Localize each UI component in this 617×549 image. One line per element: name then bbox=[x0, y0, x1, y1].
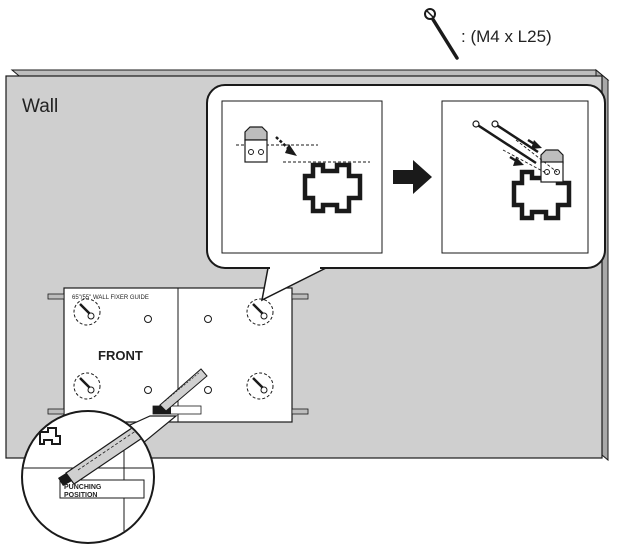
guide-title: 65"/55" WALL FIXER GUIDE bbox=[72, 295, 149, 301]
bracket-plate-icon bbox=[244, 126, 268, 163]
guide-hole bbox=[144, 386, 152, 394]
guide-front-label: FRONT bbox=[98, 348, 143, 363]
screw-position-top-right bbox=[246, 298, 274, 326]
guide-tab-bottom-right bbox=[291, 408, 309, 415]
punch-label-line1: PUNCHING bbox=[64, 484, 102, 491]
insert-arrow-icon bbox=[509, 138, 542, 166]
next-step-arrow-icon bbox=[393, 160, 432, 194]
wall-bracket-notch-icon bbox=[302, 162, 363, 214]
guide-tab-bottom-left bbox=[47, 408, 65, 415]
step-after-panel bbox=[441, 100, 589, 254]
wall-label: Wall bbox=[22, 96, 58, 117]
bracket-detail-callout bbox=[206, 84, 606, 302]
screw-position-bottom-left bbox=[73, 372, 101, 400]
wall-fixer-guide: 65"/55" WALL FIXER GUIDE FRONT bbox=[47, 287, 309, 423]
punch-label-line2: POSITION bbox=[64, 492, 97, 499]
guide-tab-top-right bbox=[291, 293, 309, 300]
utility-knife-icon bbox=[155, 368, 208, 412]
guide-tab-top-left bbox=[47, 293, 65, 300]
guide-hole bbox=[144, 315, 152, 323]
punch-zoom-callout: PUNCHING POSITION bbox=[21, 410, 178, 544]
screw-spec-label: : (M4 x L25) bbox=[461, 27, 552, 46]
guide-hole bbox=[204, 315, 212, 323]
guide-hole bbox=[204, 386, 212, 394]
screw-spec: : (M4 x L25) bbox=[424, 8, 552, 60]
step-before-panel bbox=[221, 100, 383, 254]
screw-icon bbox=[472, 120, 539, 165]
bracket-plate-icon bbox=[540, 149, 564, 183]
screw-position-bottom-right bbox=[246, 372, 274, 400]
bracket-notch-icon bbox=[39, 427, 61, 445]
wall-bracket-notch-icon bbox=[511, 169, 572, 221]
screw-position-top-left bbox=[73, 298, 101, 326]
slide-arrow-icon bbox=[275, 136, 297, 156]
screw-icon bbox=[424, 8, 459, 60]
